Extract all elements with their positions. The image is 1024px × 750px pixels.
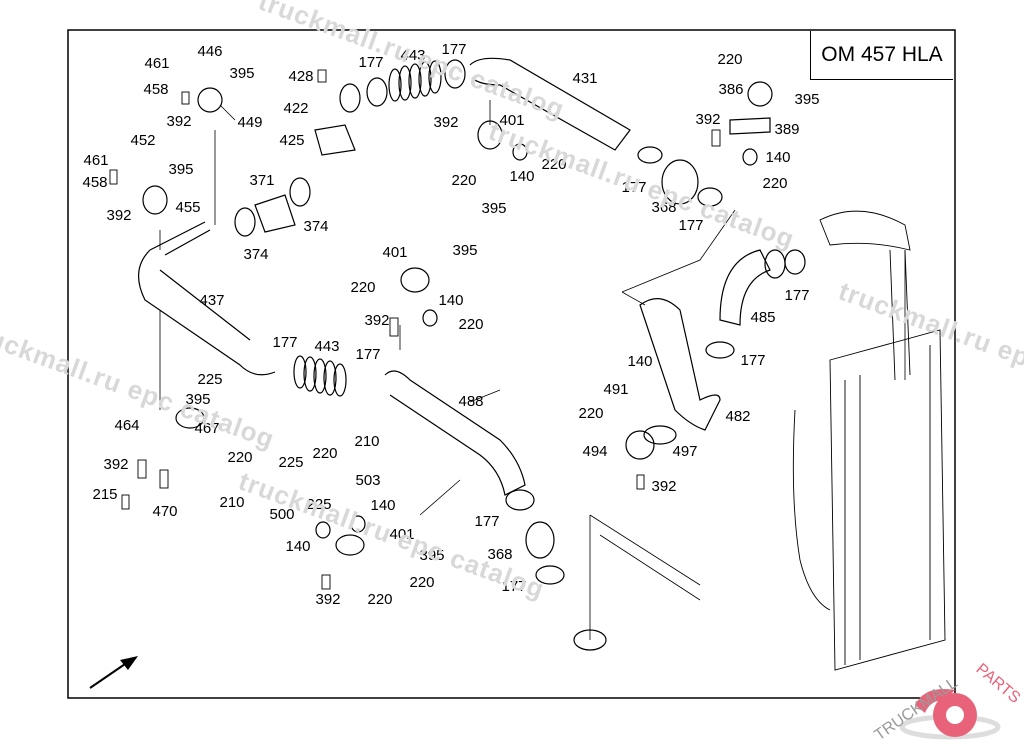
part-label-437: 437: [199, 292, 224, 309]
part-label-392: 392: [315, 591, 340, 608]
part-label-395: 395: [185, 391, 210, 408]
part-label-422: 422: [283, 100, 308, 117]
part-label-425: 425: [279, 132, 304, 149]
part-label-401: 401: [389, 526, 414, 543]
part-label-386: 386: [718, 81, 743, 98]
part-label-220: 220: [227, 449, 252, 466]
part-label-220: 220: [312, 445, 337, 462]
part-label-449: 449: [237, 114, 262, 131]
part-label-225: 225: [306, 496, 331, 513]
part-label-488: 488: [458, 393, 483, 410]
part-label-177: 177: [740, 352, 765, 369]
part-label-443: 443: [400, 47, 425, 64]
part-label-177: 177: [678, 217, 703, 234]
part-label-220: 220: [541, 156, 566, 173]
part-label-177: 177: [441, 41, 466, 58]
part-label-491: 491: [603, 381, 628, 398]
part-label-461: 461: [144, 55, 169, 72]
part-label-220: 220: [451, 172, 476, 189]
part-label-177: 177: [501, 578, 526, 595]
part-label-220: 220: [367, 591, 392, 608]
part-label-497: 497: [672, 443, 697, 460]
part-label-395: 395: [229, 65, 254, 82]
part-label-140: 140: [509, 168, 534, 185]
part-label-392: 392: [103, 456, 128, 473]
part-label-215: 215: [92, 486, 117, 503]
part-label-368: 368: [651, 199, 676, 216]
part-label-374: 374: [303, 218, 328, 235]
part-label-470: 470: [152, 503, 177, 520]
part-label-392: 392: [651, 478, 676, 495]
part-label-464: 464: [114, 417, 139, 434]
part-label-392: 392: [433, 114, 458, 131]
part-label-225: 225: [197, 371, 222, 388]
part-label-461: 461: [83, 152, 108, 169]
part-label-401: 401: [382, 244, 407, 261]
part-label-401: 401: [499, 112, 524, 129]
part-label-485: 485: [750, 309, 775, 326]
arrow-up-right-icon: [89, 656, 138, 689]
part-label-458: 458: [143, 81, 168, 98]
part-label-140: 140: [627, 353, 652, 370]
part-label-140: 140: [765, 149, 790, 166]
engine-model-title: OM 457 HLA: [810, 31, 953, 80]
part-label-220: 220: [350, 279, 375, 296]
part-label-177: 177: [621, 179, 646, 196]
part-label-220: 220: [762, 175, 787, 192]
part-label-395: 395: [419, 547, 444, 564]
part-label-371: 371: [249, 172, 274, 189]
part-label-431: 431: [572, 70, 597, 87]
part-label-428: 428: [288, 68, 313, 85]
part-label-210: 210: [354, 433, 379, 450]
part-label-395: 395: [452, 242, 477, 259]
part-label-395: 395: [168, 161, 193, 178]
diagram-frame: [67, 29, 956, 699]
part-label-395: 395: [794, 91, 819, 108]
part-label-374: 374: [243, 246, 268, 263]
part-label-392: 392: [695, 111, 720, 128]
part-label-443: 443: [314, 338, 339, 355]
part-label-482: 482: [725, 408, 750, 425]
part-label-220: 220: [458, 316, 483, 333]
part-label-368: 368: [487, 546, 512, 563]
part-label-177: 177: [272, 334, 297, 351]
part-label-392: 392: [106, 207, 131, 224]
part-label-455: 455: [175, 199, 200, 216]
part-label-140: 140: [370, 497, 395, 514]
part-label-177: 177: [358, 54, 383, 71]
part-label-467: 467: [194, 420, 219, 437]
part-labels: 461 446 395 458 392 449 452 461 395 458 392 455 371 3…: [82, 41, 819, 608]
part-label-177: 177: [784, 287, 809, 304]
part-label-389: 389: [774, 121, 799, 138]
part-label-177: 177: [474, 513, 499, 530]
part-label-140: 140: [438, 292, 463, 309]
truckmallparts-logo: TRUCKMALL PARTS: [871, 661, 1020, 745]
part-label-395: 395: [481, 200, 506, 217]
part-label-220: 220: [578, 405, 603, 422]
part-label-452: 452: [130, 132, 155, 149]
part-label-225: 225: [278, 454, 303, 471]
part-label-392: 392: [166, 113, 191, 130]
part-label-220: 220: [409, 574, 434, 591]
part-label-140: 140: [285, 538, 310, 555]
part-label-446: 446: [197, 43, 222, 60]
part-label-503: 503: [355, 472, 380, 489]
part-label-210: 210: [219, 494, 244, 511]
part-label-220: 220: [717, 51, 742, 68]
part-label-494: 494: [582, 443, 607, 460]
svg-text:PARTS: PARTS: [973, 661, 1020, 707]
hoses: [109, 57, 946, 671]
part-label-458: 458: [82, 174, 107, 191]
part-label-500: 500: [269, 506, 294, 523]
part-label-392: 392: [364, 312, 389, 329]
part-label-177: 177: [355, 346, 380, 363]
